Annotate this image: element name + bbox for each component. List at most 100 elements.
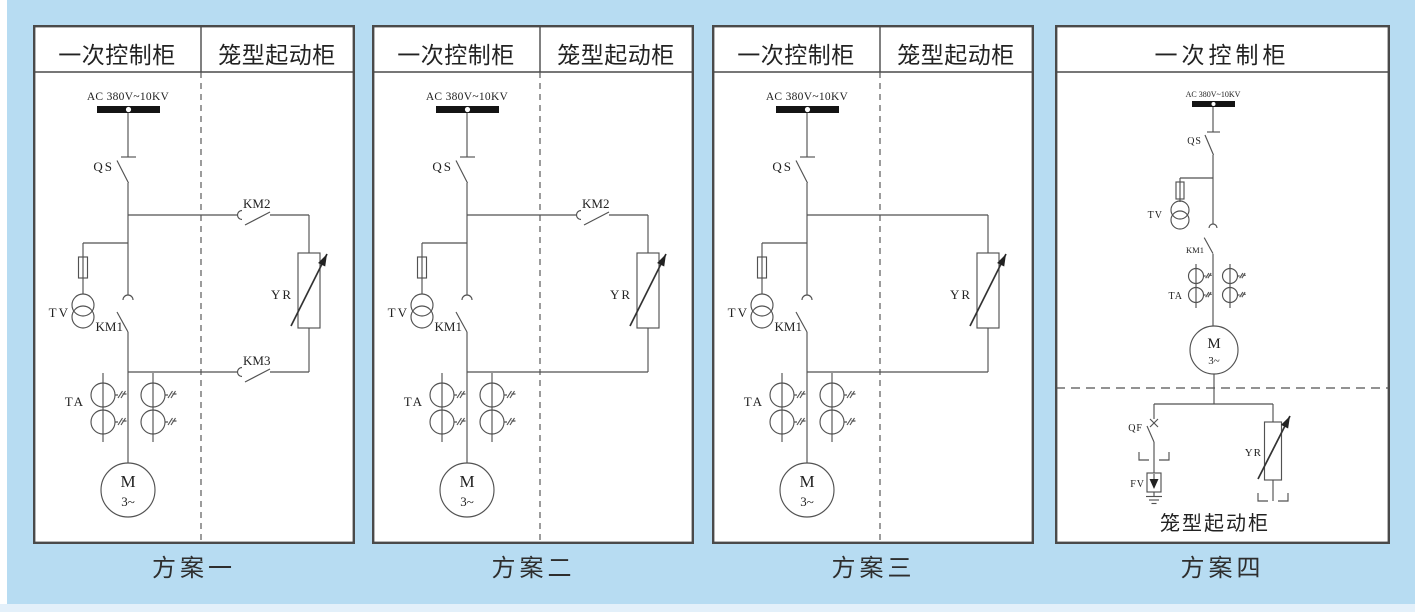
header-row: 一次控制柜 笼型起动柜 bbox=[58, 43, 336, 68]
supply-label: AC 380V~10KV bbox=[1186, 90, 1241, 99]
fuse bbox=[416, 256, 428, 279]
qs-disconnector: QS bbox=[93, 156, 136, 215]
qs-disconnector: QS bbox=[1187, 131, 1220, 178]
ta-current-transformers: TA bbox=[65, 373, 177, 442]
supply-busbar: AC 380V~10KV bbox=[766, 91, 849, 157]
km2-label: KM2 bbox=[582, 196, 609, 211]
footer-cabinet-label: 笼型起动柜 bbox=[1160, 512, 1270, 535]
header-row: 一次控制柜 笼型起动柜 bbox=[397, 43, 675, 68]
qs-disconnector: QS bbox=[432, 156, 475, 215]
drawout-contact bbox=[1257, 493, 1289, 502]
ta-label: TA bbox=[65, 394, 85, 409]
header-right-label: 笼型起动柜 bbox=[897, 43, 1015, 68]
yr-label: YR bbox=[271, 287, 293, 302]
header-right-label: 笼型起动柜 bbox=[218, 43, 336, 68]
motor-phase-label: 3~ bbox=[1208, 355, 1220, 367]
qs-disconnector: QS bbox=[772, 156, 815, 215]
scheme-2-caption: 方案二 bbox=[491, 556, 576, 582]
tv-voltage-transformer: TV bbox=[388, 242, 467, 329]
bottom-margin bbox=[0, 604, 1415, 612]
supply-label: AC 380V~10KV bbox=[87, 91, 170, 103]
ta-label: TA bbox=[1168, 291, 1183, 302]
header-left-label: 一次控制柜 bbox=[58, 43, 176, 68]
ta-current-transformers: TA bbox=[1168, 264, 1246, 308]
fv-surge-arrester: FV bbox=[1130, 472, 1162, 493]
ta-current-transformers: TA bbox=[404, 373, 516, 442]
scheme-3-caption: 方案三 bbox=[831, 556, 916, 582]
tv-label: TV bbox=[728, 305, 749, 320]
ta-label: TA bbox=[404, 394, 424, 409]
km3-label: KM3 bbox=[243, 353, 270, 368]
motor-phase-label: 3~ bbox=[460, 494, 474, 509]
qf-label: QF bbox=[1128, 423, 1143, 434]
ta-current-transformers: TA bbox=[744, 373, 856, 442]
tv-voltage-transformer: TV bbox=[49, 242, 128, 329]
header-top-label: 一次控制柜 bbox=[1155, 43, 1290, 68]
footer-cabinet-label-group: 笼型起动柜 bbox=[1160, 512, 1270, 535]
km2-label: KM2 bbox=[243, 196, 270, 211]
qs-label: QS bbox=[432, 159, 453, 174]
header-row: 一次控制柜 bbox=[1155, 43, 1290, 68]
tv-label: TV bbox=[1148, 210, 1163, 221]
fuse bbox=[1175, 181, 1185, 200]
qs-label: QS bbox=[93, 159, 114, 174]
scheme-1-caption: 方案一 bbox=[152, 556, 236, 582]
motor-phase-label: 3~ bbox=[121, 494, 135, 509]
yr-starting-resistor: YR bbox=[610, 252, 667, 329]
header-row: 一次控制柜 笼型起动柜 bbox=[737, 43, 1015, 68]
yr-starting-resistor: YR bbox=[1245, 404, 1291, 502]
top-branch: KM2 bbox=[467, 196, 649, 253]
motor-label: M bbox=[799, 472, 814, 491]
km1-label: KM1 bbox=[435, 319, 462, 334]
cabinet-frame bbox=[1055, 25, 1390, 544]
tv-voltage-transformer: TV bbox=[728, 242, 807, 329]
supply-busbar: AC 380V~10KV bbox=[426, 91, 509, 157]
drawout-contact bbox=[1138, 452, 1170, 461]
top-branch: KM2 bbox=[128, 196, 310, 253]
km1-contactor: KM1 bbox=[96, 215, 134, 372]
fuse bbox=[77, 256, 89, 279]
km1-contactor: KM1 bbox=[775, 215, 813, 372]
scheme-4-caption: 方案四 bbox=[1180, 556, 1265, 582]
yr-label: YR bbox=[1245, 447, 1262, 459]
motor-phase-label: 3~ bbox=[800, 494, 814, 509]
yr-starting-resistor: YR bbox=[950, 252, 1007, 329]
yr-label: YR bbox=[950, 287, 972, 302]
motor-label: M bbox=[1207, 336, 1220, 352]
motor: M 3~ bbox=[779, 462, 835, 518]
qf-circuit-breaker: QF bbox=[1128, 404, 1170, 473]
supply-label: AC 380V~10KV bbox=[426, 91, 509, 103]
qs-label: QS bbox=[772, 159, 793, 174]
motor: M 3~ bbox=[1189, 325, 1239, 404]
km1-contactor: KM1 bbox=[1186, 178, 1218, 326]
motor: M 3~ bbox=[439, 462, 495, 518]
header-left-label: 一次控制柜 bbox=[397, 43, 515, 68]
supply-busbar: AC 380V~10KV bbox=[1186, 90, 1241, 132]
motor-label: M bbox=[120, 472, 135, 491]
supply-busbar: AC 380V~10KV bbox=[87, 91, 170, 157]
bottom-branch bbox=[807, 328, 989, 373]
fv-label: FV bbox=[1130, 479, 1145, 490]
header-right-label: 笼型起动柜 bbox=[557, 43, 675, 68]
motor-label: M bbox=[459, 472, 474, 491]
header-left-label: 一次控制柜 bbox=[737, 43, 855, 68]
top-branch bbox=[807, 214, 989, 253]
motor: M 3~ bbox=[100, 462, 156, 518]
tv-label: TV bbox=[388, 305, 409, 320]
km1-label: KM1 bbox=[1186, 245, 1204, 255]
fuse bbox=[756, 256, 768, 279]
bottom-branch bbox=[467, 328, 649, 373]
supply-label: AC 380V~10KV bbox=[766, 91, 849, 103]
km1-label: KM1 bbox=[775, 319, 802, 334]
tv-label: TV bbox=[49, 305, 70, 320]
ta-label: TA bbox=[744, 394, 764, 409]
left-margin bbox=[0, 0, 7, 612]
bottom-branch: KM3 bbox=[128, 328, 310, 383]
yr-label: YR bbox=[610, 287, 632, 302]
